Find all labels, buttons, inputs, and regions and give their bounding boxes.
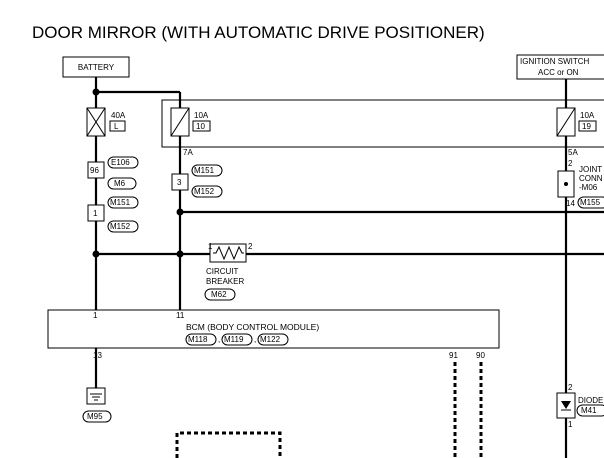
fuse-10a-10-slash (170, 107, 190, 137)
junction-dot (176, 208, 184, 216)
diode-label: DIODE (578, 396, 603, 405)
junction-dot (92, 88, 100, 96)
conn-M151-mid (191, 164, 223, 177)
diode-pin-bottom: 1 (568, 420, 573, 429)
conn-M95-label: M95 (87, 412, 103, 421)
conn-M41 (576, 404, 604, 417)
conn-M62 (204, 288, 236, 301)
conn-M62-label: M62 (211, 290, 227, 299)
fuse-40a-cross2 (86, 107, 106, 137)
conn-M6 (107, 177, 137, 190)
conn-M122-label: M122 (260, 335, 281, 344)
ignition-switch-box (516, 54, 604, 80)
fuse-40a-id: L (114, 122, 119, 131)
conn-M151-left-label: M151 (110, 198, 131, 207)
fuse-10a-10-id-box (192, 120, 211, 132)
conn-M118-label: M118 (188, 335, 208, 344)
fuse-10a-10-amp: 10A (194, 111, 209, 120)
fuse-10a-19-slash (556, 107, 576, 137)
junction-dot (92, 250, 100, 258)
fuse-40a-amp: 40A (111, 111, 126, 120)
breaker-label-2: BREAKER (206, 277, 244, 286)
conn-M6-label: M6 (114, 179, 126, 188)
bcm-label: BCM (BODY CONTROL MODULE) (186, 322, 319, 332)
battery-label: BATTERY (78, 63, 115, 72)
diagram-title: DOOR MIRROR (WITH AUTOMATIC DRIVE POSITI… (32, 23, 485, 42)
joint-pin-top: 2 (568, 159, 573, 168)
pin-3: 3 (177, 178, 182, 187)
fuse-40a-id-box (109, 120, 126, 132)
ignition-label-1: IGNITION SWITCH (520, 57, 590, 66)
bcm-pin-1: 1 (93, 311, 98, 320)
fuse-10a-10-id: 10 (196, 122, 205, 131)
breaker-pin1: 1 (208, 242, 213, 251)
conn-M152-left (107, 220, 139, 233)
conn-M151-left (107, 196, 139, 209)
joint-label-3: -M06 (579, 183, 598, 192)
conn-M122 (257, 333, 289, 346)
circuit-breaker-zigzag (213, 245, 244, 261)
breaker-label-1: CIRCUIT (206, 267, 239, 276)
conn-M152-mid (191, 185, 223, 198)
fuse-10a-10-terminal: 7A (183, 148, 193, 157)
ignition-label-2: ACC or ON (538, 68, 579, 77)
bcm-conn-separator: , (254, 335, 256, 344)
bcm-pin-13: 13 (93, 351, 102, 360)
ground-box (86, 387, 106, 405)
pin-1-left: 1 (93, 209, 98, 218)
fuse-10a-19-id: 19 (582, 122, 591, 131)
junction-dot (564, 182, 568, 186)
diode-arrow-icon (561, 401, 571, 409)
conn-M118 (185, 333, 217, 346)
breaker-pin2: 2 (248, 242, 253, 251)
conn-M155 (577, 196, 604, 209)
connector-1 (87, 204, 105, 222)
bcm-conn-separator: , (218, 335, 220, 344)
dashed-frame-bottom (175, 431, 282, 458)
conn-M155-label: M155 (580, 198, 601, 207)
joint-label-2: CONN (579, 174, 603, 183)
bcm-pin-11: 11 (176, 311, 185, 320)
bcm-pin-91: 91 (449, 351, 458, 360)
conn-M41-label: M41 (581, 406, 597, 415)
joint-label-1: JOINT (579, 165, 602, 174)
pin-96: 96 (90, 166, 99, 175)
conn-M95 (82, 410, 112, 423)
conn-M152-mid-label: M152 (194, 187, 215, 196)
joint-pin-bottom: 14 (566, 199, 575, 208)
conn-E106-label: E106 (111, 158, 130, 167)
junction-dot (176, 250, 184, 258)
fuse-block-enclosure (161, 99, 604, 148)
conn-M119-label: M119 (224, 335, 244, 344)
conn-M119 (221, 333, 253, 346)
bcm-pin-90: 90 (476, 351, 485, 360)
connector-96 (87, 161, 105, 179)
fuse-10a-19-terminal: 5A (568, 148, 578, 157)
conn-M151-mid-label: M151 (194, 166, 215, 175)
diode-pin-top: 2 (568, 383, 573, 392)
circuit-breaker-box (209, 243, 247, 263)
conn-M152-left-label: M152 (110, 222, 131, 231)
fuse-10a-19-id-box (578, 120, 597, 132)
connector-3 (171, 173, 189, 191)
conn-E106 (107, 156, 139, 169)
fuse-10a-19-amp: 10A (580, 111, 595, 120)
